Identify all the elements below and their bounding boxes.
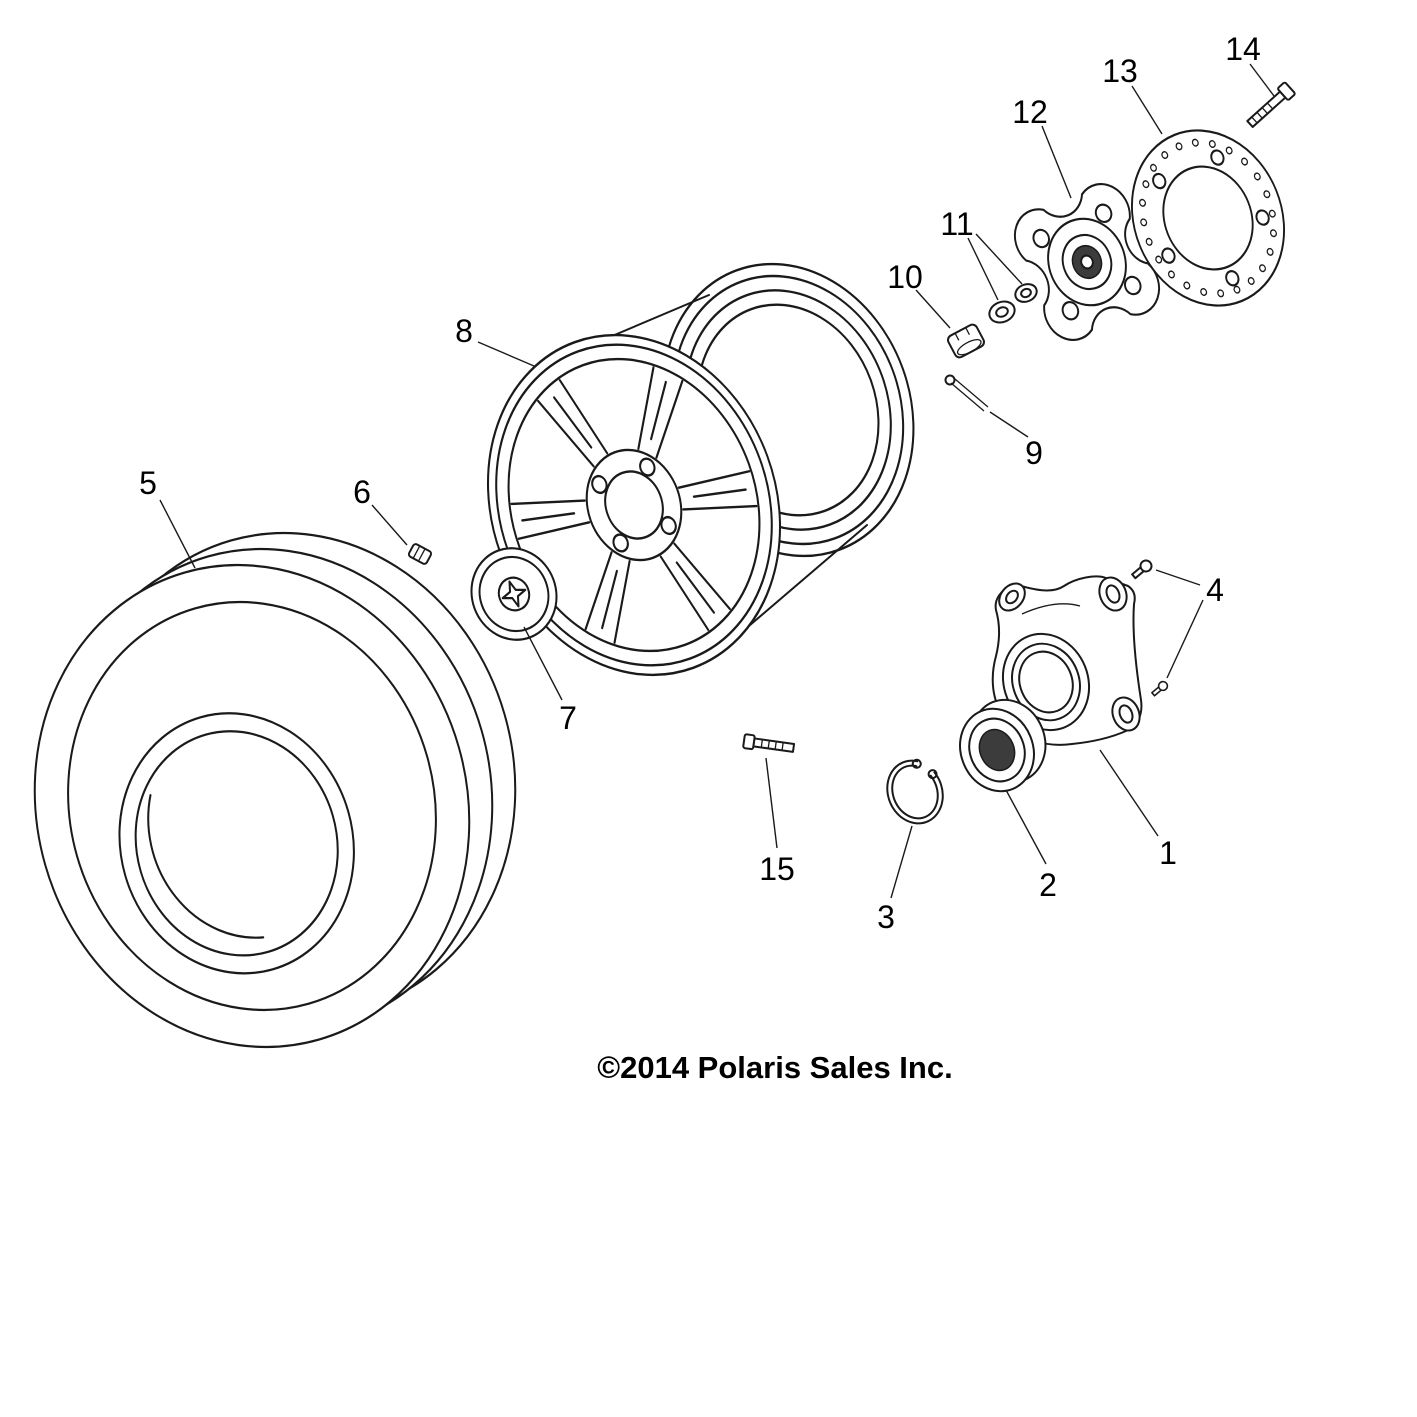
callouts: 5 6 8 7 15 3 2 1 9 10 11 12 13 14 4 [139, 31, 1261, 935]
bearing-carrier [991, 575, 1143, 746]
star-logo-icon [501, 580, 527, 608]
callout-1: 1 [1159, 835, 1177, 871]
callout-9: 9 [1025, 435, 1043, 471]
set-screws [1131, 559, 1169, 697]
bearing [959, 698, 1047, 793]
callout-2: 2 [1039, 867, 1057, 903]
copyright-text: ©2014 Polaris Sales Inc. [597, 1050, 952, 1085]
callout-3: 3 [877, 899, 895, 935]
washers [988, 283, 1038, 324]
callout-6: 6 [353, 474, 371, 510]
knuckle-arm-eye [998, 582, 1026, 612]
knuckle-lower-boss [1111, 696, 1141, 732]
callout-8: 8 [455, 313, 473, 349]
wheel-hub [1013, 183, 1161, 341]
knuckle-upper-boss [1098, 576, 1128, 612]
wheel-rim [486, 262, 915, 677]
callout-10: 10 [887, 259, 923, 295]
wheel-front-face [486, 333, 782, 677]
callout-15: 15 [759, 851, 795, 887]
tire [33, 531, 517, 1049]
callout-7: 7 [559, 700, 577, 736]
washer-small [1014, 283, 1038, 303]
callout-12: 12 [1012, 94, 1048, 130]
leader-lines [159, 63, 1275, 899]
washer-large [988, 300, 1016, 324]
callout-5: 5 [139, 465, 157, 501]
set-screw-lower [1151, 680, 1169, 697]
castle-nut [947, 323, 985, 359]
callout-13: 13 [1102, 53, 1138, 89]
disc-bolt [1246, 81, 1296, 128]
cotter-pin [944, 374, 989, 412]
valve-stem [407, 543, 433, 565]
callout-4: 4 [1206, 572, 1224, 608]
disc-drill-holes [1139, 138, 1277, 298]
wheel-bolt [742, 733, 796, 753]
snap-ring [886, 758, 944, 825]
brake-disc [1131, 129, 1285, 307]
callout-11: 11 [940, 206, 973, 242]
wheel-spokes [510, 366, 758, 644]
callout-14: 14 [1225, 31, 1261, 67]
set-screw-upper [1131, 559, 1153, 580]
